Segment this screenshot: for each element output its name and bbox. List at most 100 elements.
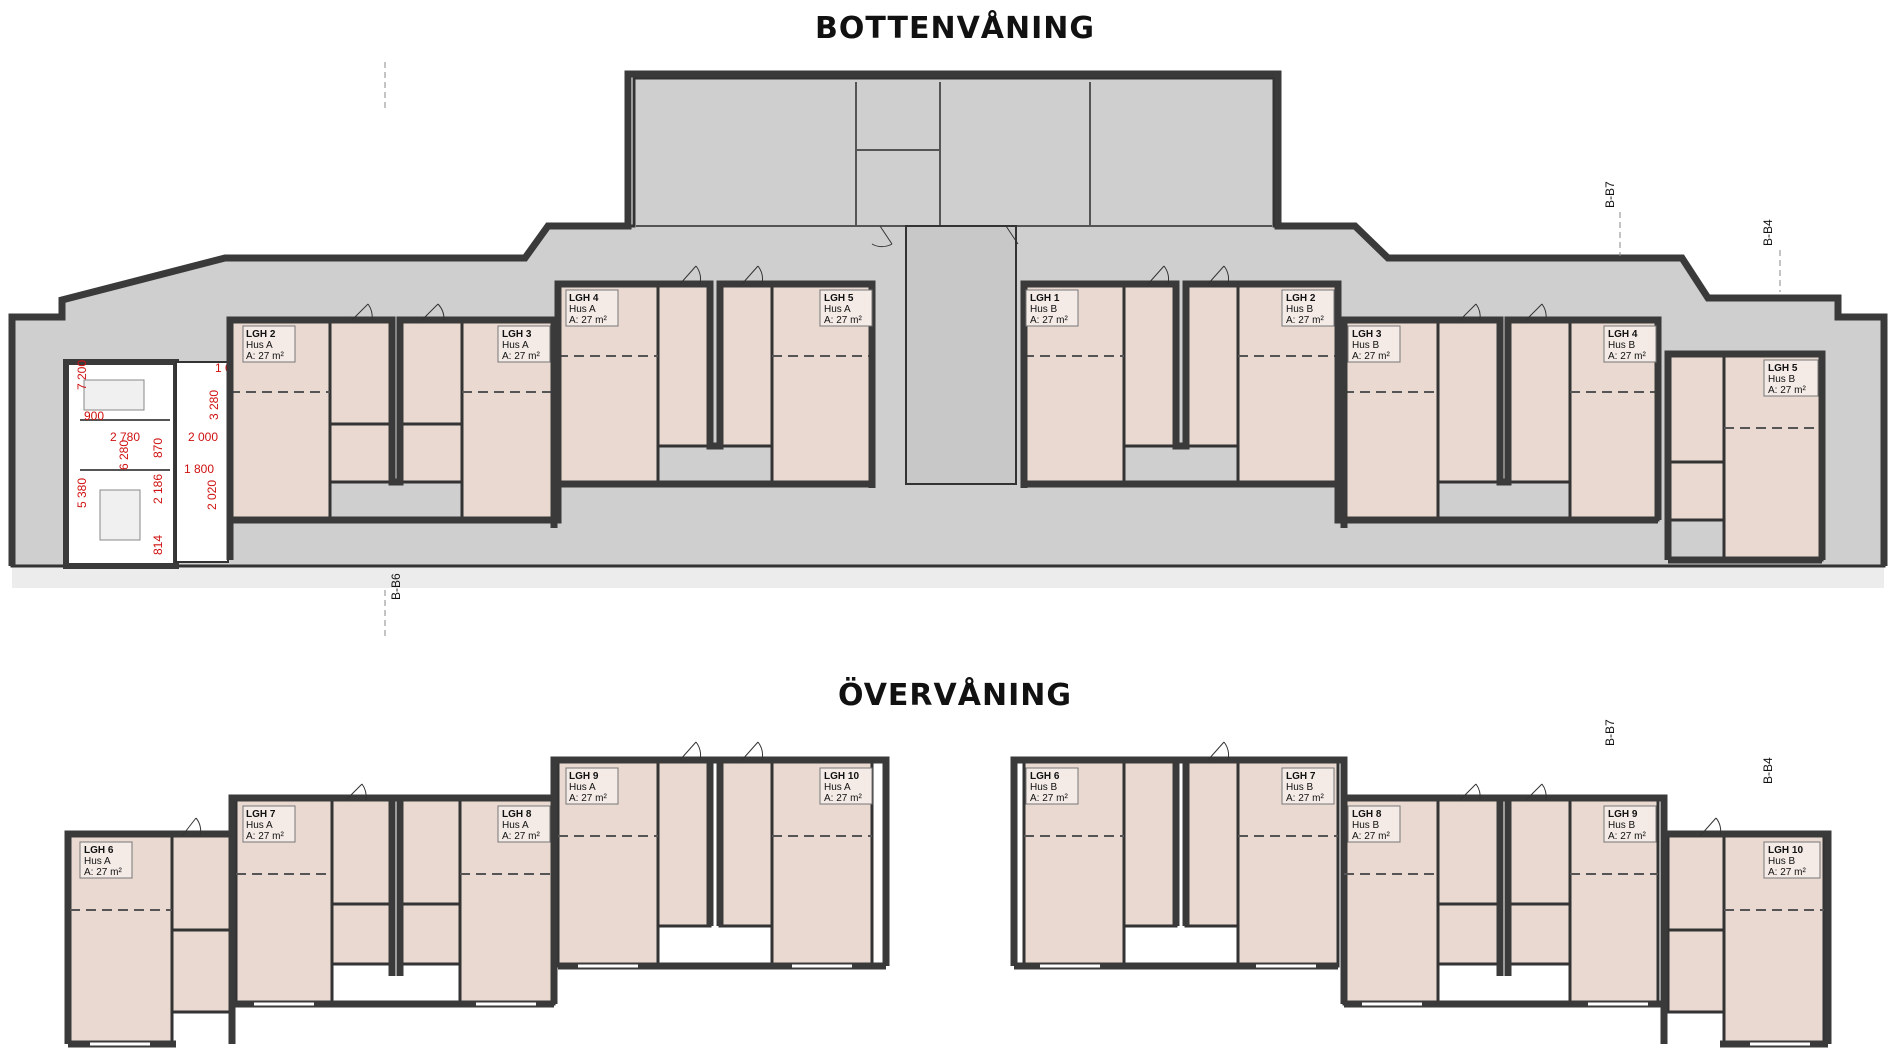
svg-text:A: 27 m²: A: 27 m² — [84, 867, 122, 878]
svg-text:A: 27 m²: A: 27 m² — [1608, 351, 1646, 362]
svg-text:LGH 1: LGH 1 — [1030, 293, 1060, 304]
outer-wall — [8, 70, 1888, 566]
svg-text:LGH 7: LGH 7 — [1286, 771, 1316, 782]
heading-ground-floor: BOTTENVÅNING — [815, 9, 1095, 46]
svg-text:Hus B: Hus B — [1030, 782, 1058, 793]
section-marker-b-b6: B-B6 — [389, 573, 403, 600]
svg-text:LGH 3: LGH 3 — [1352, 329, 1382, 340]
unit-label-lgh6-b: LGH 6 Hus B A: 27 m² — [1025, 767, 1079, 805]
svg-text:Hus A: Hus A — [824, 304, 851, 315]
svg-text:A: 27 m²: A: 27 m² — [1286, 793, 1324, 804]
svg-text:LGH 10: LGH 10 — [824, 771, 859, 782]
svg-text:Hus A: Hus A — [569, 782, 596, 793]
svg-text:A: 27 m²: A: 27 m² — [824, 315, 862, 326]
svg-text:A: 27 m²: A: 27 m² — [502, 351, 540, 362]
dim-2780: 2 780 — [110, 430, 140, 444]
svg-text:LGH 9: LGH 9 — [569, 771, 599, 782]
unit-label-lgh9-a: LGH 9 Hus A A: 27 m² — [565, 767, 619, 805]
upper-hus-b — [1010, 741, 1832, 1048]
dim-6280: 6 280 — [117, 440, 131, 470]
svg-text:LGH 5: LGH 5 — [1768, 363, 1798, 374]
section-marker-b-b4-ground: B-B4 — [1761, 219, 1775, 246]
svg-text:Hus A: Hus A — [502, 340, 529, 351]
svg-text:A: 27 m²: A: 27 m² — [569, 793, 607, 804]
unit-label-lgh2-a: LGH 2 Hus A A: 27 m² — [242, 325, 296, 363]
svg-text:Hus B: Hus B — [1608, 340, 1636, 351]
svg-text:LGH 4: LGH 4 — [1608, 329, 1638, 340]
unit-label-lgh10-a: LGH 10 Hus A A: 27 m² — [819, 767, 873, 805]
svg-text:LGH 5: LGH 5 — [824, 293, 854, 304]
svg-text:Hus A: Hus A — [824, 782, 851, 793]
dim-814: 814 — [151, 535, 165, 555]
left-end-unit: 1 080 7 200 900 2 780 3 280 6 280 870 2 … — [63, 359, 245, 569]
unit-label-lgh4-b: LGH 4 Hus B A: 27 m² — [1603, 325, 1657, 363]
unit-label-lgh2-b: LGH 2 Hus B A: 27 m² — [1281, 289, 1335, 327]
unit-label-lgh3-a: LGH 3 Hus A A: 27 m² — [497, 325, 551, 363]
unit-label-lgh10-b: LGH 10 Hus B A: 27 m² — [1763, 841, 1821, 879]
svg-text:LGH 6: LGH 6 — [1030, 771, 1060, 782]
upper-section-markers: B-B7 B-B4 — [1603, 719, 1775, 784]
svg-text:Hus A: Hus A — [246, 820, 273, 831]
dim-7200: 7 200 — [75, 360, 89, 390]
ground-doors — [351, 225, 1547, 321]
svg-text:Hus B: Hus B — [1030, 304, 1058, 315]
svg-text:A: 27 m²: A: 27 m² — [569, 315, 607, 326]
svg-text:Hus B: Hus B — [1608, 820, 1636, 831]
svg-text:A: 27 m²: A: 27 m² — [502, 831, 540, 842]
section-marker-b-b7-ground: B-B7 — [1603, 181, 1617, 208]
dim-2020: 2 020 — [205, 480, 219, 510]
svg-text:LGH 2: LGH 2 — [246, 329, 276, 340]
unit-label-lgh5-a: LGH 5 Hus A A: 27 m² — [819, 289, 873, 327]
svg-text:LGH 6: LGH 6 — [84, 845, 114, 856]
dim-2000: 2 000 — [188, 430, 218, 444]
svg-text:A: 27 m²: A: 27 m² — [1030, 315, 1068, 326]
svg-text:A: 27 m²: A: 27 m² — [1608, 831, 1646, 842]
unit-label-lgh8-a: LGH 8 Hus A A: 27 m² — [497, 805, 551, 843]
ground-section-markers: B-B6 B-B7 B-B4 — [384, 62, 1781, 640]
unit-label-lgh5-b: LGH 5 Hus B A: 27 m² — [1763, 359, 1819, 397]
unit-label-lgh3-b: LGH 3 Hus B A: 27 m² — [1347, 325, 1401, 363]
svg-text:Hus A: Hus A — [84, 856, 111, 867]
svg-text:A: 27 m²: A: 27 m² — [1768, 867, 1806, 878]
storage-block — [636, 82, 1272, 485]
svg-text:Hus B: Hus B — [1352, 820, 1380, 831]
ground-floor-plan: 1 080 7 200 900 2 780 3 280 6 280 870 2 … — [8, 62, 1888, 640]
dim-900: 900 — [84, 409, 104, 423]
svg-text:Hus B: Hus B — [1352, 340, 1380, 351]
section-marker-b-b7-upper: B-B7 — [1603, 719, 1617, 746]
svg-text:Hus A: Hus A — [502, 820, 529, 831]
svg-text:Hus B: Hus B — [1286, 304, 1314, 315]
svg-text:Hus B: Hus B — [1286, 782, 1314, 793]
heading-upper-floor: ÖVERVÅNING — [838, 676, 1072, 713]
unit-label-lgh1-b: LGH 1 Hus B A: 27 m² — [1025, 289, 1079, 327]
svg-text:LGH 4: LGH 4 — [569, 293, 599, 304]
svg-text:Hus B: Hus B — [1768, 374, 1796, 385]
section-marker-b-b4-upper: B-B4 — [1761, 757, 1775, 784]
dim-870: 870 — [151, 438, 165, 458]
svg-text:LGH 10: LGH 10 — [1768, 845, 1803, 856]
svg-text:A: 27 m²: A: 27 m² — [1286, 315, 1324, 326]
svg-text:A: 27 m²: A: 27 m² — [1030, 793, 1068, 804]
unit-label-lgh8-b: LGH 8 Hus B A: 27 m² — [1347, 805, 1401, 843]
svg-text:LGH 3: LGH 3 — [502, 329, 532, 340]
svg-text:LGH 7: LGH 7 — [246, 809, 276, 820]
svg-text:LGH 8: LGH 8 — [502, 809, 532, 820]
dim-5380: 5 380 — [75, 478, 89, 508]
upper-hus-a — [64, 741, 890, 1048]
upper-unit-labels: LGH 6 Hus A A: 27 m² LGH 7 Hus A A: 27 m… — [79, 767, 1821, 879]
unit-label-lgh4-a: LGH 4 Hus A A: 27 m² — [565, 289, 619, 327]
unit-label-lgh7-b: LGH 7 Hus B A: 27 m² — [1281, 767, 1335, 805]
svg-text:Hus A: Hus A — [569, 304, 596, 315]
svg-text:LGH 8: LGH 8 — [1352, 809, 1382, 820]
unit-label-lgh9-b: LGH 9 Hus B A: 27 m² — [1603, 805, 1657, 843]
dim-2186: 2 186 — [151, 474, 165, 504]
svg-text:A: 27 m²: A: 27 m² — [1352, 831, 1390, 842]
ground-unit-labels: LGH 2 Hus A A: 27 m² LGH 3 Hus A A: 27 m… — [242, 289, 1819, 397]
dim-1800: 1 800 — [184, 462, 214, 476]
svg-text:A: 27 m²: A: 27 m² — [246, 831, 284, 842]
svg-text:A: 27 m²: A: 27 m² — [246, 351, 284, 362]
upper-floor-plan: LGH 6 Hus A A: 27 m² LGH 7 Hus A A: 27 m… — [64, 719, 1832, 1048]
svg-text:Hus B: Hus B — [1768, 856, 1796, 867]
svg-text:LGH 9: LGH 9 — [1608, 809, 1638, 820]
